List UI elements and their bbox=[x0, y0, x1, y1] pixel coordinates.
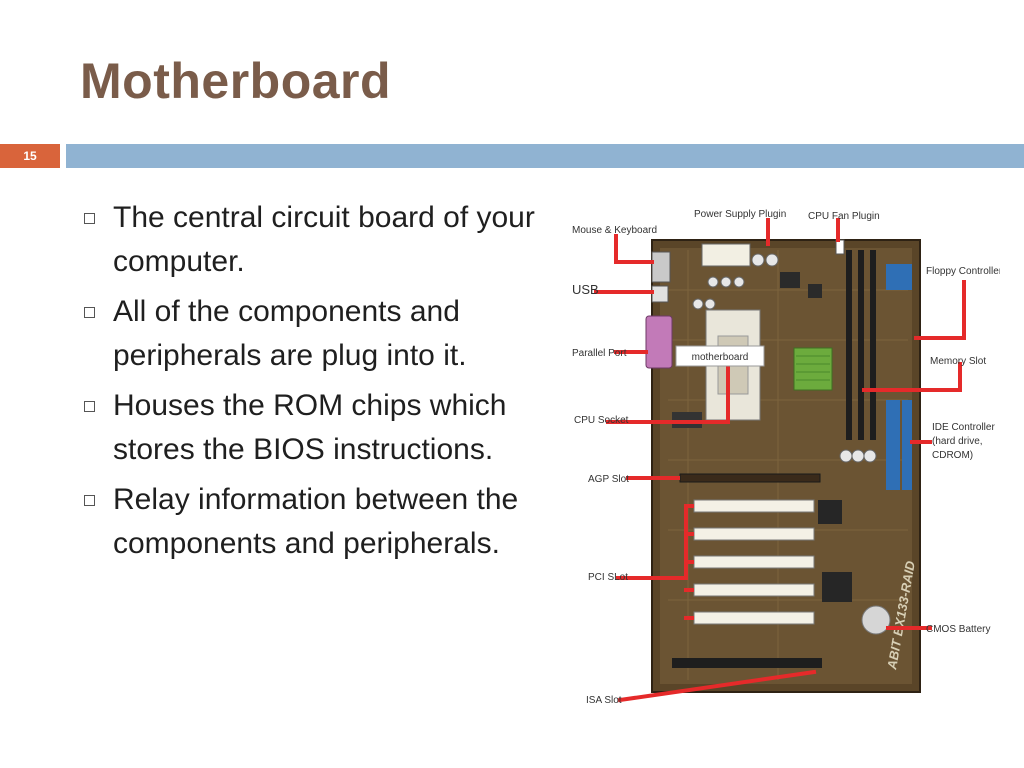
bullet-item: The central circuit board of your comput… bbox=[84, 196, 574, 284]
isa-slot bbox=[672, 658, 822, 668]
northbridge-heatsink bbox=[793, 347, 833, 391]
label-parallel: Parallel Port bbox=[572, 348, 627, 359]
parallel-port bbox=[645, 315, 673, 369]
pci-slot bbox=[693, 611, 815, 625]
heatsink-fins bbox=[796, 355, 830, 381]
memory-slot bbox=[858, 250, 864, 440]
label-memory: Memory Slot bbox=[930, 356, 986, 367]
cmos-battery bbox=[861, 605, 891, 635]
chip bbox=[818, 500, 842, 524]
pointer-lines bbox=[594, 218, 966, 703]
label-agp: AGP Slot bbox=[588, 474, 629, 485]
pci-slot bbox=[693, 527, 815, 541]
label-ide-2: (hard drive, bbox=[932, 436, 983, 447]
label-usb: USB bbox=[572, 282, 599, 297]
label-cmos: CMOS Battery bbox=[926, 624, 990, 635]
mouse-keyboard-port bbox=[651, 251, 671, 283]
usb-port bbox=[651, 285, 669, 303]
capacitors bbox=[692, 253, 877, 463]
pci-slot bbox=[693, 499, 815, 513]
square-bullet-icon bbox=[84, 213, 95, 224]
bullet-item: Houses the ROM chips which stores the BI… bbox=[84, 384, 574, 472]
chip bbox=[808, 284, 822, 298]
label-floppy: Floppy Controller bbox=[926, 266, 1000, 277]
agp-slot bbox=[679, 473, 821, 483]
cpu-fan-header bbox=[835, 239, 845, 255]
header-bar bbox=[66, 144, 1024, 168]
label-isa: ISA Slot bbox=[586, 695, 622, 706]
label-mouse-keyboard: Mouse & Keyboard bbox=[572, 225, 657, 236]
label-cpu-fan: CPU Fan Plugin bbox=[808, 211, 880, 222]
label-ide-1: IDE Controller bbox=[932, 422, 995, 433]
chip bbox=[780, 272, 800, 288]
slide-title: Motherboard bbox=[80, 53, 392, 109]
square-bullet-icon bbox=[84, 401, 95, 412]
motherboard-diagram: ABIT BX133-RAID motherboard Power Supply bbox=[572, 209, 1000, 706]
page-number: 15 bbox=[0, 144, 60, 168]
label-power-supply: Power Supply Plugin bbox=[694, 209, 786, 220]
floppy-connector bbox=[886, 264, 912, 290]
power-connector bbox=[701, 243, 751, 267]
pci-slot bbox=[693, 583, 815, 597]
center-label: motherboard bbox=[692, 352, 749, 363]
memory-slot bbox=[846, 250, 852, 440]
bullet-text: The central circuit board of your comput… bbox=[113, 201, 535, 278]
label-cpu-socket: CPU Socket bbox=[574, 415, 629, 426]
square-bullet-icon bbox=[84, 495, 95, 506]
memory-slot bbox=[870, 250, 876, 440]
bullet-list: The central circuit board of your comput… bbox=[84, 196, 574, 572]
chip bbox=[822, 572, 852, 602]
motherboard-figure: ABIT BX133-RAID motherboard Power Supply bbox=[568, 200, 1000, 712]
ide-connector bbox=[886, 400, 900, 490]
bullet-text: All of the components and peripherals ar… bbox=[113, 295, 467, 372]
label-ide-3: CDROM) bbox=[932, 450, 973, 461]
label-pci: PCI SLot bbox=[588, 572, 628, 583]
center-label-box bbox=[675, 345, 765, 367]
bullet-text: Houses the ROM chips which stores the BI… bbox=[113, 389, 507, 466]
bullet-text: Relay information between the components… bbox=[113, 483, 519, 560]
ide-connector bbox=[902, 400, 912, 490]
pci-slot bbox=[693, 555, 815, 569]
bullet-item: Relay information between the components… bbox=[84, 478, 574, 566]
square-bullet-icon bbox=[84, 307, 95, 318]
bullet-item: All of the components and peripherals ar… bbox=[84, 290, 574, 378]
